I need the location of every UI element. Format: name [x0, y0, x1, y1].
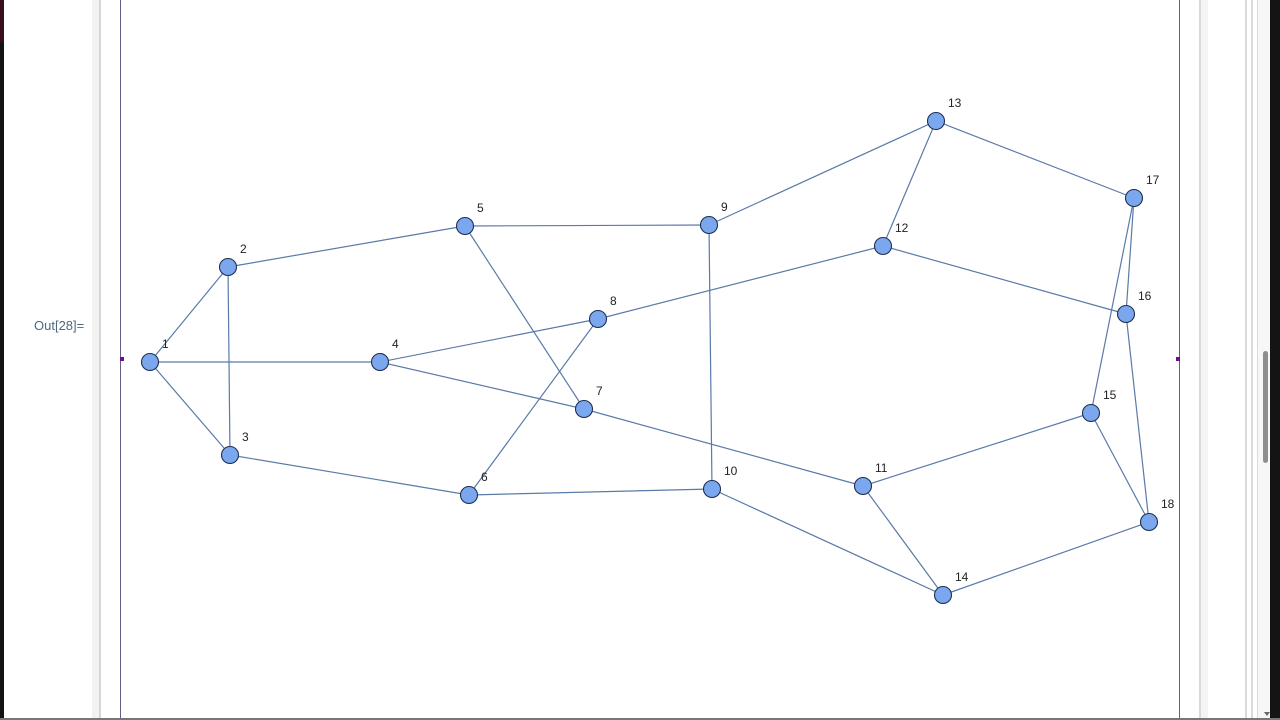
scrollbar-thumb[interactable]: [1263, 351, 1268, 463]
graph-node-5[interactable]: [455, 216, 475, 236]
resize-handle-right[interactable]: [1176, 357, 1180, 361]
graph-edge-2-5: [227, 225, 466, 268]
graph-edge-6-8: [468, 318, 599, 496]
graph-edge-7-11: [583, 408, 864, 487]
graph-edge-11-15: [862, 412, 1092, 487]
graph-edge-16-17: [1125, 197, 1135, 315]
desktop-edge-left: [0, 0, 4, 720]
graph-edge-5-7: [464, 225, 585, 410]
graph-node-label-9: 9: [721, 200, 728, 214]
graph-node-2[interactable]: [218, 257, 238, 277]
group-bracket-line: [1257, 0, 1258, 720]
graph-edge-10-14: [711, 488, 944, 596]
graph-node-label-17: 17: [1146, 173, 1160, 187]
graph-edge-16-18: [1125, 313, 1150, 523]
graph-edge-8-12: [597, 245, 884, 320]
graph-node-11[interactable]: [853, 476, 873, 496]
graph-node-3[interactable]: [220, 445, 240, 465]
graph-edge-5-9: [464, 224, 710, 227]
graph-node-label-12: 12: [895, 221, 909, 235]
graph-edge-15-17: [1090, 197, 1135, 414]
graph-edge-9-13: [708, 120, 937, 226]
graph-node-label-5: 5: [477, 201, 484, 215]
graph-edge-13-17: [935, 120, 1135, 199]
group-bracket-line: [1245, 0, 1247, 720]
output-cell-label: Out[28]=: [34, 318, 85, 333]
graph-node-12[interactable]: [873, 236, 893, 256]
graph-node-6[interactable]: [459, 485, 479, 505]
cell-group-bracket[interactable]: [1199, 0, 1201, 720]
graph-node-4[interactable]: [370, 352, 390, 372]
graph-edge-9-10: [708, 224, 713, 490]
graph-node-label-14: 14: [955, 570, 969, 584]
graph-edge-4-7: [379, 361, 585, 410]
graph-edge-6-10: [468, 488, 713, 496]
graph-node-label-4: 4: [392, 337, 399, 351]
graph-edge-3-6: [229, 454, 470, 496]
graph-edge-1-3: [149, 361, 231, 456]
graph-node-label-15: 15: [1103, 388, 1117, 402]
graph-node-label-10: 10: [724, 464, 738, 478]
desktop-edge-right: [1270, 0, 1280, 720]
cell-bracket-line: [99, 0, 101, 720]
graph-node-label-6: 6: [481, 470, 488, 484]
cell-bracket[interactable]: [92, 0, 99, 720]
graph-node-label-11: 11: [875, 461, 888, 475]
graph-edge-1-2: [149, 266, 229, 363]
graph-node-15[interactable]: [1081, 403, 1101, 423]
graph-edge-12-13: [882, 120, 937, 247]
graph-node-14[interactable]: [933, 585, 953, 605]
graph-node-7[interactable]: [574, 399, 594, 419]
cell-group-bracket-fill: [1201, 0, 1208, 720]
graph-node-label-8: 8: [610, 294, 617, 308]
graph-node-13[interactable]: [926, 111, 946, 131]
resize-handle-left[interactable]: [120, 357, 124, 361]
scroll-down-arrow-icon[interactable]: [1264, 712, 1270, 716]
graph-node-10[interactable]: [702, 479, 722, 499]
graph-node-label-7: 7: [596, 384, 603, 398]
graph-node-label-2: 2: [240, 242, 247, 256]
group-bracket-line: [1251, 0, 1253, 720]
graph-node-8[interactable]: [588, 309, 608, 329]
graph-node-label-3: 3: [242, 430, 249, 444]
graph-node-label-16: 16: [1138, 289, 1152, 303]
graph-edge-12-16: [882, 245, 1127, 315]
graph-node-label-13: 13: [948, 96, 962, 110]
graph-node-label-1: 1: [162, 337, 169, 351]
graph-node-18[interactable]: [1139, 512, 1159, 532]
graph-node-9[interactable]: [699, 215, 719, 235]
graph-edge-15-18: [1090, 412, 1150, 523]
graph-node-label-18: 18: [1161, 497, 1175, 511]
graph-edge-4-8: [379, 318, 599, 363]
graph-node-16[interactable]: [1116, 304, 1136, 324]
graph-node-1[interactable]: [140, 352, 160, 372]
graph-edge-2-3: [227, 266, 231, 456]
graph-node-17[interactable]: [1124, 188, 1144, 208]
graph-edges: [149, 120, 1150, 596]
window-bottom-border: [0, 718, 1280, 720]
graph-edge-14-18: [942, 521, 1150, 596]
graph-edge-11-14: [862, 485, 944, 596]
